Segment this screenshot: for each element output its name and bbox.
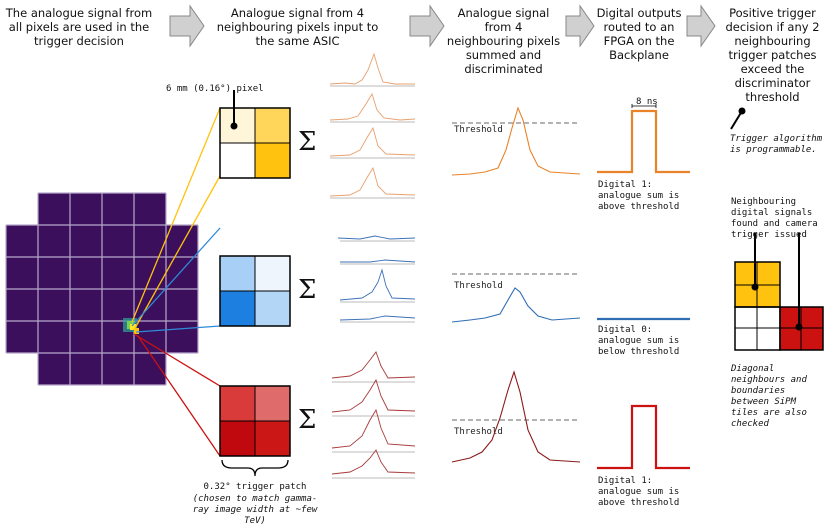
svg-text:Threshold: Threshold [454,281,503,291]
flow-arrow-3 [565,4,595,48]
header-2: Analogue signal from 4 neighbouring pixe… [216,6,379,48]
patch-brace [221,459,289,477]
flow-arrow-4 [686,4,716,48]
digital-1-bottom-label: Digital 1: analogue sum is above thresho… [598,476,680,508]
flow-arrow-1 [169,4,205,48]
patch-note-label: (chosen to match gamma-ray image width a… [192,494,318,526]
traces-orange [329,52,416,199]
sigma-symbol-top: Σ [298,127,316,157]
programmable-pointer [730,110,743,130]
summed-trace-blue: Threshold [451,273,581,323]
trigger-patch-red [219,385,291,457]
summed-trace-red: Threshold [451,370,581,463]
summed-trace-orange: Threshold [451,106,581,176]
traces-blue [337,235,416,323]
programmable-label: Trigger algorithm is programmable. [730,134,823,155]
header-4: Digital outputs routed to an FPGA on the… [596,6,682,62]
digital-0-label: Digital 0: analogue sum is below thresho… [598,325,680,357]
camera-grid [5,192,199,386]
pixel-size-label: 6 mm (0.16°) pixel [166,84,264,94]
trigger-patch-yellow [219,107,291,179]
header-5: Positive trigger decision if any 2 neigh… [725,6,820,104]
digital-pulse-bottom [597,404,690,470]
traces-red [331,351,416,479]
pulse-width-label: 8 ns [636,97,658,107]
svg-text:Threshold: Threshold [454,125,503,135]
header-3: Analogue signal from 4 neighbouring pixe… [446,6,561,76]
digital-1-top-label: Digital 1: analogue sum is above thresho… [598,180,680,212]
trigger-grid [734,233,824,351]
digital-pulse-top [597,104,690,174]
header-1: The analogue signal from all pixels are … [5,6,153,48]
neighbour-label: Neighbouring digital signals found and c… [731,197,818,240]
flow-arrow-2 [409,4,445,48]
diagonal-label: Diagonal neighbours and boundaries betwe… [731,364,807,429]
trigger-patch-blue [219,255,291,327]
sigma-symbol-mid: Σ [298,275,316,305]
patch-size-label: 0.32° trigger patch [203,482,307,492]
svg-text:Threshold: Threshold [454,427,503,437]
sigma-symbol-bot: Σ [298,405,316,435]
